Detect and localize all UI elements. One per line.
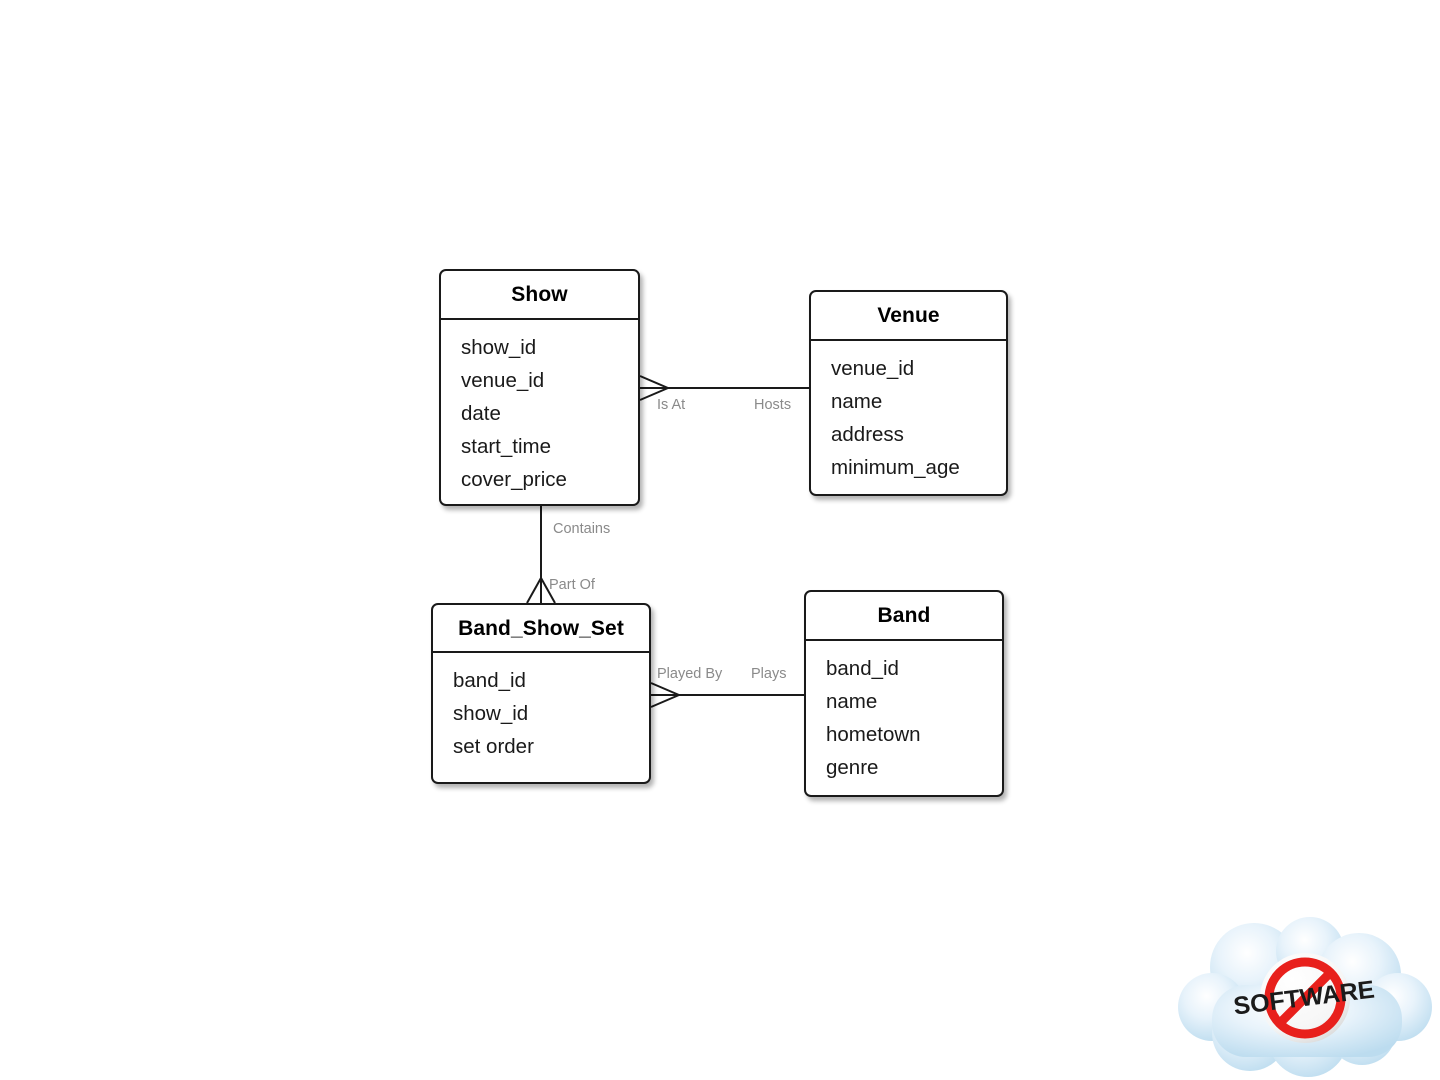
attribute-row: band_id xyxy=(826,657,899,680)
entity-band-divider xyxy=(806,639,1002,641)
relationship-label-part-of: Part Of xyxy=(549,577,595,593)
connector-bandshowset-band xyxy=(650,682,804,708)
relationship-label-hosts: Hosts xyxy=(754,397,792,413)
entity-band[interactable]: Band band_id name hometown genre xyxy=(804,590,1004,797)
entity-venue-title: Venue xyxy=(877,304,940,327)
entity-band-show-set-title: Band_Show_Set xyxy=(458,617,624,640)
attribute-row: address xyxy=(831,423,904,446)
entity-show-divider xyxy=(441,318,638,320)
attribute-row: band_id xyxy=(453,669,526,692)
attribute-row: name xyxy=(826,690,878,713)
attribute-row: venue_id xyxy=(831,357,915,380)
entity-venue[interactable]: Venue venue_id name address minimum_age xyxy=(809,290,1008,496)
entity-show-attributes: show_id venue_id date start_time cover_p… xyxy=(441,320,638,508)
attribute-row: cover_price xyxy=(461,468,567,491)
entity-band-attributes: band_id name hometown genre xyxy=(806,641,1002,796)
entity-band-title: Band xyxy=(877,604,931,627)
entity-band-show-set[interactable]: Band_Show_Set band_id show_id set order xyxy=(431,603,651,784)
attribute-row: show_id xyxy=(453,702,529,725)
entity-venue-divider xyxy=(811,339,1006,341)
relationship-label-contains: Contains xyxy=(553,521,611,537)
relationship-label-is-at: Is At xyxy=(657,397,686,413)
attribute-row: show_id xyxy=(461,336,537,359)
relationship-label-played-by: Played By xyxy=(657,666,723,682)
relationship-label-plays: Plays xyxy=(751,666,787,682)
attribute-row: genre xyxy=(826,756,879,779)
attribute-row: minimum_age xyxy=(831,456,960,479)
entity-band-show-set-divider xyxy=(433,651,649,653)
entity-band-show-set-attributes: band_id show_id set order xyxy=(433,653,649,775)
attribute-row: set order xyxy=(453,735,534,758)
entity-show[interactable]: Show show_id venue_id date start_time co… xyxy=(439,269,640,506)
no-software-badge: SOFTWARE xyxy=(1232,953,1376,1043)
entity-show-title: Show xyxy=(511,283,568,306)
attribute-row: start_time xyxy=(461,435,551,458)
attribute-row: date xyxy=(461,402,501,425)
attribute-row: name xyxy=(831,390,883,413)
attribute-row: venue_id xyxy=(461,369,545,392)
no-software-cloud-watermark: SOFTWARE xyxy=(1176,915,1434,1080)
attribute-row: hometown xyxy=(826,723,921,746)
entity-venue-attributes: venue_id name address minimum_age xyxy=(811,341,1006,496)
